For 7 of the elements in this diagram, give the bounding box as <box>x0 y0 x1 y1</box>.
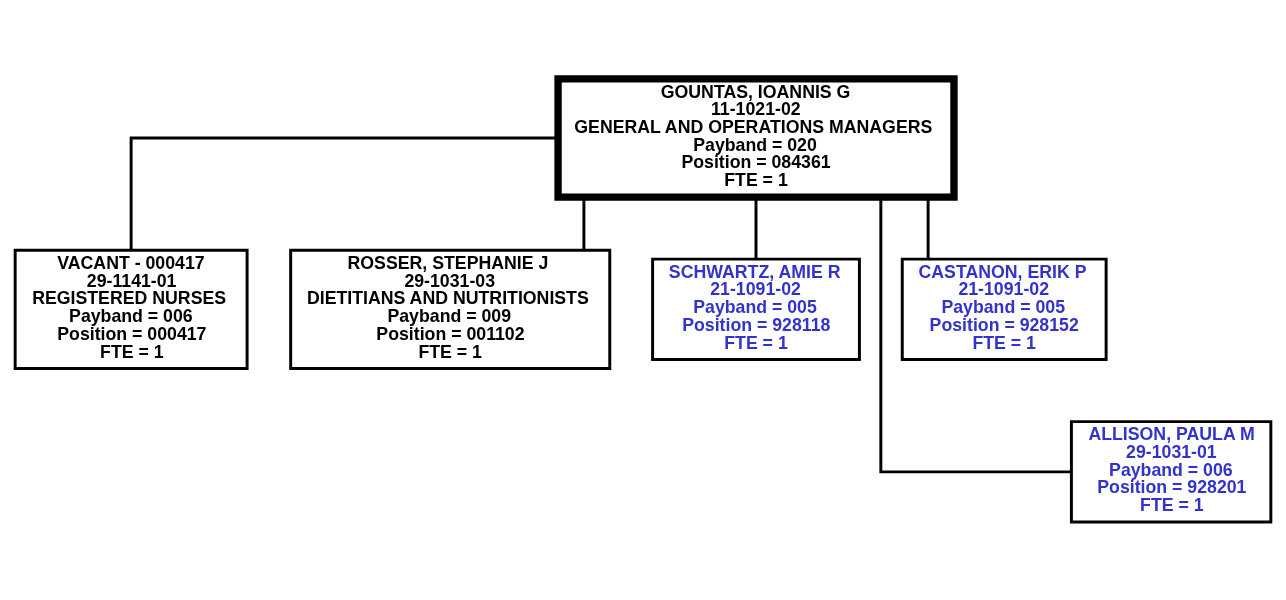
node-box: SCHWARTZ, AMIE R 21-1091-02 Payband = 005 Position = 928118 FTE = 1 <box>651 257 861 361</box>
node-box: VACANT - 000417 29-1141-01 REGISTERED NURSES Payband = 006 Position = 000417 FTE = 1 <box>13 248 249 370</box>
connector <box>129 136 558 250</box>
node-box: CASTANON, ERIK P 21-1091-02 Payband = 005 Position = 928152 FTE = 1 <box>900 257 1108 361</box>
node-box: ALLISON, PAULA M 29-1031-01 Payband = 006 Position = 928201 FTE = 1 <box>1069 419 1273 524</box>
node-box: GOUNTAS, IOANNIS G 11-1021-02 GENERAL AND OPERATIONS MANAGERS Payband = 020 Position = 084361 FTE = 1 <box>554 74 958 201</box>
node-box: ROSSER, STEPHANIE J 29-1031-03 DIETITIANS AND NUTRITIONISTS Payband = 009 Position = 001102 FTE = 1 <box>289 248 612 370</box>
